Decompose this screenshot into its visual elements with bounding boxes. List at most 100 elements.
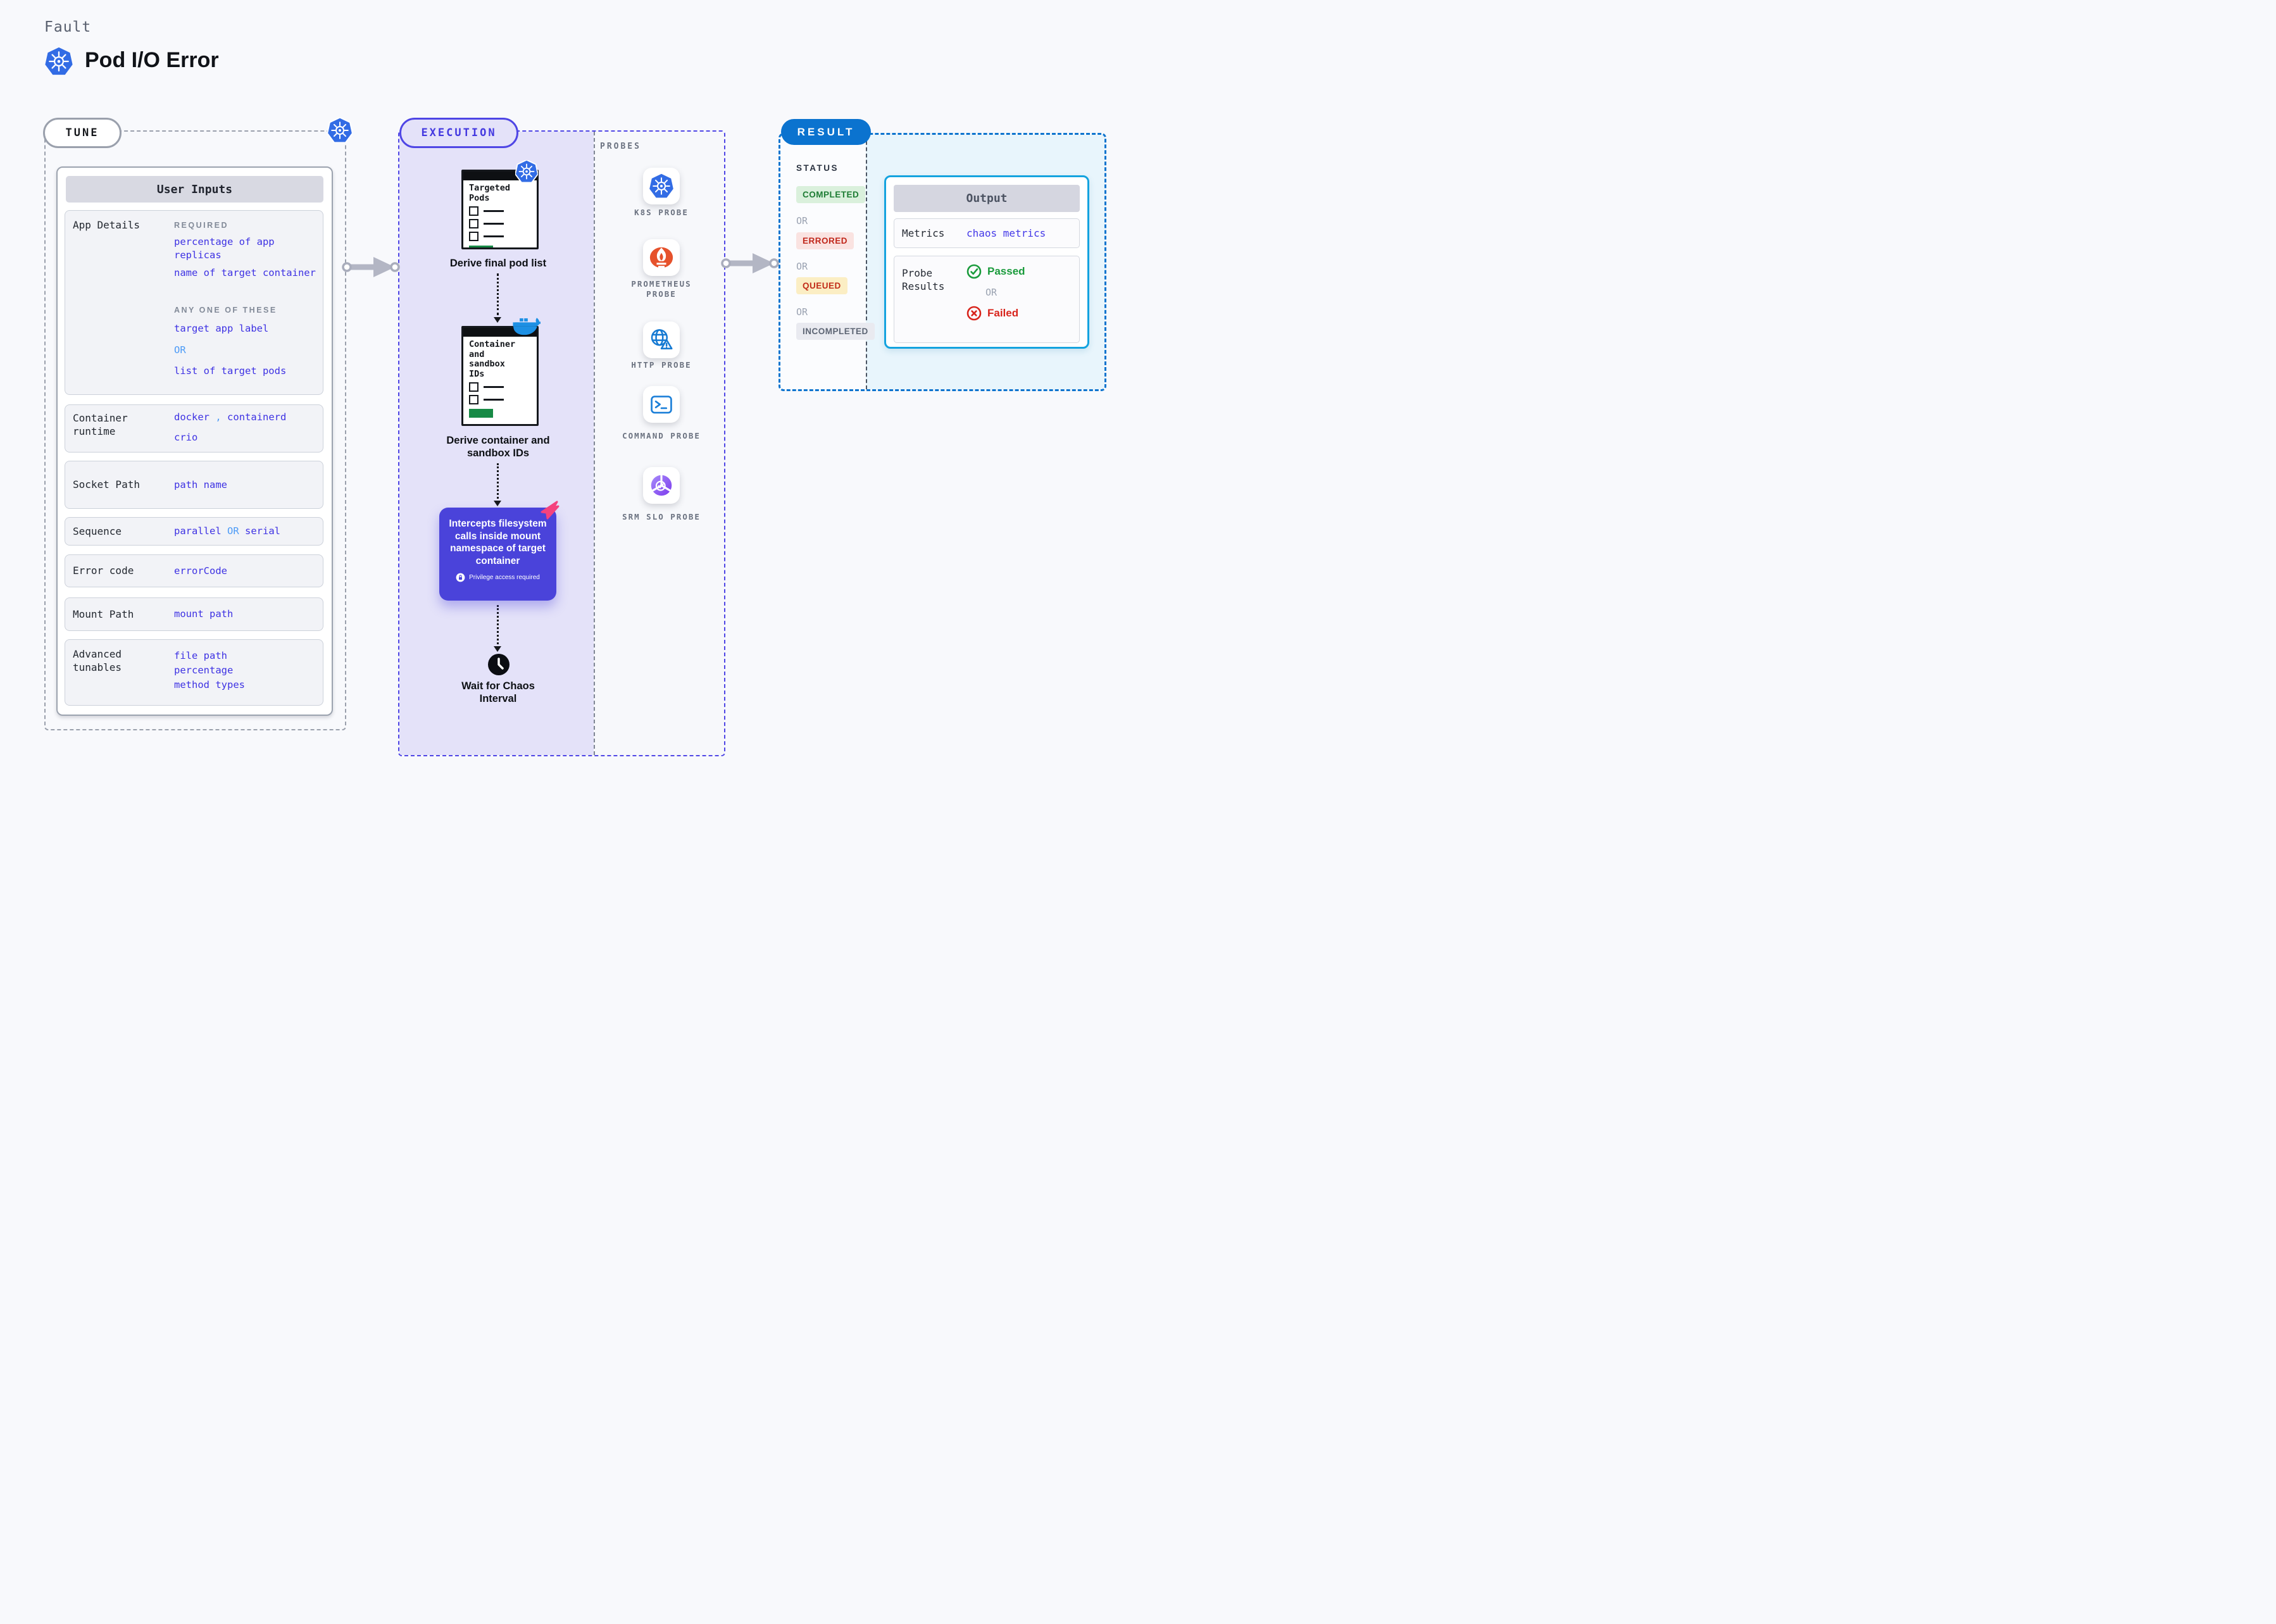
row-socket-path: Socket Path path name bbox=[65, 461, 323, 509]
or-separator: OR bbox=[227, 525, 239, 537]
fault-diagram: Fault Pod I/O Error TUNE User Inputs App… bbox=[0, 0, 1138, 812]
row-app-details: App Details REQUIRED percentage of app r… bbox=[65, 210, 323, 395]
node-caption: Derive final pod list bbox=[449, 258, 547, 269]
row-error-code: Error code errorCode bbox=[65, 554, 323, 587]
list-item bbox=[469, 219, 531, 228]
list-item bbox=[469, 382, 531, 392]
status-badge-queued: QUEUED bbox=[796, 277, 847, 294]
row-value: crio bbox=[174, 432, 198, 443]
row-label: Sequence bbox=[73, 525, 122, 537]
docker-icon bbox=[511, 315, 541, 337]
probe-label: HTTP PROBE bbox=[631, 360, 692, 370]
probe-results-row: Probe Results Passed OR Failed bbox=[894, 256, 1080, 343]
metrics-label: Metrics bbox=[902, 227, 945, 239]
page-title: Pod I/O Error bbox=[85, 48, 219, 72]
intercept-note-box: Intercepts filesystem calls inside mount… bbox=[439, 508, 556, 601]
row-label: Socket Path bbox=[73, 478, 140, 490]
row-value: percentage bbox=[174, 665, 234, 676]
container-sandbox-card: Container and sandbox IDs bbox=[461, 326, 539, 426]
status-badge-incompleted: INCOMPLETED bbox=[796, 323, 875, 340]
row-label: Advanced tunables bbox=[73, 648, 122, 673]
flow-arrow bbox=[342, 253, 400, 281]
connector-arrowhead bbox=[494, 646, 501, 652]
prometheus-icon bbox=[649, 245, 674, 270]
required-hint: REQUIRED bbox=[174, 221, 228, 230]
list-item bbox=[469, 206, 531, 216]
row-value: errorCode bbox=[174, 565, 227, 577]
clock-icon bbox=[487, 653, 510, 676]
connector-line bbox=[497, 273, 499, 315]
metrics-value: chaos metrics bbox=[966, 227, 1046, 239]
or-separator: OR bbox=[796, 261, 808, 272]
passed-status: Passed bbox=[966, 264, 1025, 279]
row-container-runtime: Container runtime docker , containerd cr… bbox=[65, 404, 323, 453]
output-card: Output Metrics chaos metrics Probe Resul… bbox=[884, 175, 1089, 349]
probe-card-k8s bbox=[643, 168, 680, 204]
probes-title: PROBES bbox=[600, 142, 641, 151]
result-pill: RESULT bbox=[781, 119, 871, 145]
slo-check-icon bbox=[649, 473, 674, 498]
status-badge-errored: ERRORED bbox=[796, 232, 854, 249]
x-circle-icon bbox=[966, 306, 982, 321]
row-value: parallel OR serial bbox=[174, 525, 318, 538]
lock-icon bbox=[456, 573, 466, 582]
globe-alert-icon bbox=[649, 327, 674, 353]
kubernetes-icon bbox=[515, 160, 538, 183]
row-value: mount path bbox=[174, 608, 234, 620]
runtime-docker: docker bbox=[174, 411, 209, 423]
user-inputs-header: User Inputs bbox=[66, 176, 323, 203]
intercept-text: Intercepts filesystem calls inside mount… bbox=[449, 518, 547, 566]
connector-line bbox=[497, 605, 499, 644]
flow-arrow bbox=[721, 249, 779, 277]
probe-card-srm-slo bbox=[643, 467, 680, 504]
row-value: file path bbox=[174, 650, 227, 661]
node-caption: Wait for Chaos Interval bbox=[461, 680, 535, 704]
runtime-containerd: containerd bbox=[227, 411, 287, 423]
fault-eyebrow: Fault bbox=[44, 19, 92, 35]
tune-pill: TUNE bbox=[43, 118, 122, 148]
probe-label: SRM SLO PROBE bbox=[622, 512, 701, 522]
row-value: target app label bbox=[174, 323, 269, 334]
green-block bbox=[469, 409, 493, 418]
tune-section bbox=[44, 130, 346, 730]
row-advanced-tunables: Advanced tunables file path percentage m… bbox=[65, 639, 323, 706]
privilege-note: Privilege access required bbox=[469, 574, 540, 581]
row-value: method types bbox=[174, 679, 245, 690]
status-title: STATUS bbox=[796, 163, 839, 173]
probes-area bbox=[594, 132, 724, 755]
row-value: docker , containerd bbox=[174, 411, 318, 424]
kubernetes-icon bbox=[327, 118, 353, 143]
row-mount-path: Mount Path mount path bbox=[65, 597, 323, 631]
probe-label: K8S PROBE bbox=[634, 208, 689, 217]
or-separator: OR bbox=[174, 344, 186, 356]
passed-label: Passed bbox=[987, 265, 1025, 277]
failed-status: Failed bbox=[966, 306, 1025, 321]
any-one-hint: ANY ONE OF THESE bbox=[174, 306, 277, 315]
litmus-pink-icon bbox=[540, 500, 560, 520]
probe-label: PROMETHEUS PROBE bbox=[631, 279, 692, 299]
probe-card-prometheus bbox=[643, 239, 680, 276]
execution-pill: EXECUTION bbox=[399, 118, 518, 148]
row-sequence: Sequence parallel OR serial bbox=[65, 517, 323, 546]
probe-results-label: Probe Results bbox=[902, 267, 945, 292]
row-label: Error code bbox=[73, 565, 134, 577]
connector-line bbox=[497, 463, 499, 499]
failed-label: Failed bbox=[987, 307, 1019, 319]
sequence-serial: serial bbox=[245, 525, 281, 537]
row-value: list of target pods bbox=[174, 365, 287, 377]
kubernetes-icon bbox=[44, 47, 73, 76]
row-value: path name bbox=[174, 479, 227, 490]
or-separator: OR bbox=[796, 306, 808, 318]
row-value: name of target container bbox=[174, 267, 316, 278]
sequence-parallel: parallel bbox=[174, 525, 222, 537]
list-item bbox=[469, 232, 531, 241]
connector-arrowhead bbox=[494, 501, 501, 506]
list-item bbox=[469, 395, 531, 404]
row-value: percentage of app replicas bbox=[174, 236, 275, 261]
comma-separator: , bbox=[215, 411, 222, 423]
row-label: App Details bbox=[73, 219, 140, 231]
kubernetes-icon bbox=[649, 173, 674, 199]
node-caption: Derive container and sandbox IDs bbox=[446, 435, 550, 459]
row-label: Mount Path bbox=[73, 608, 134, 620]
connector-arrowhead bbox=[494, 317, 501, 323]
